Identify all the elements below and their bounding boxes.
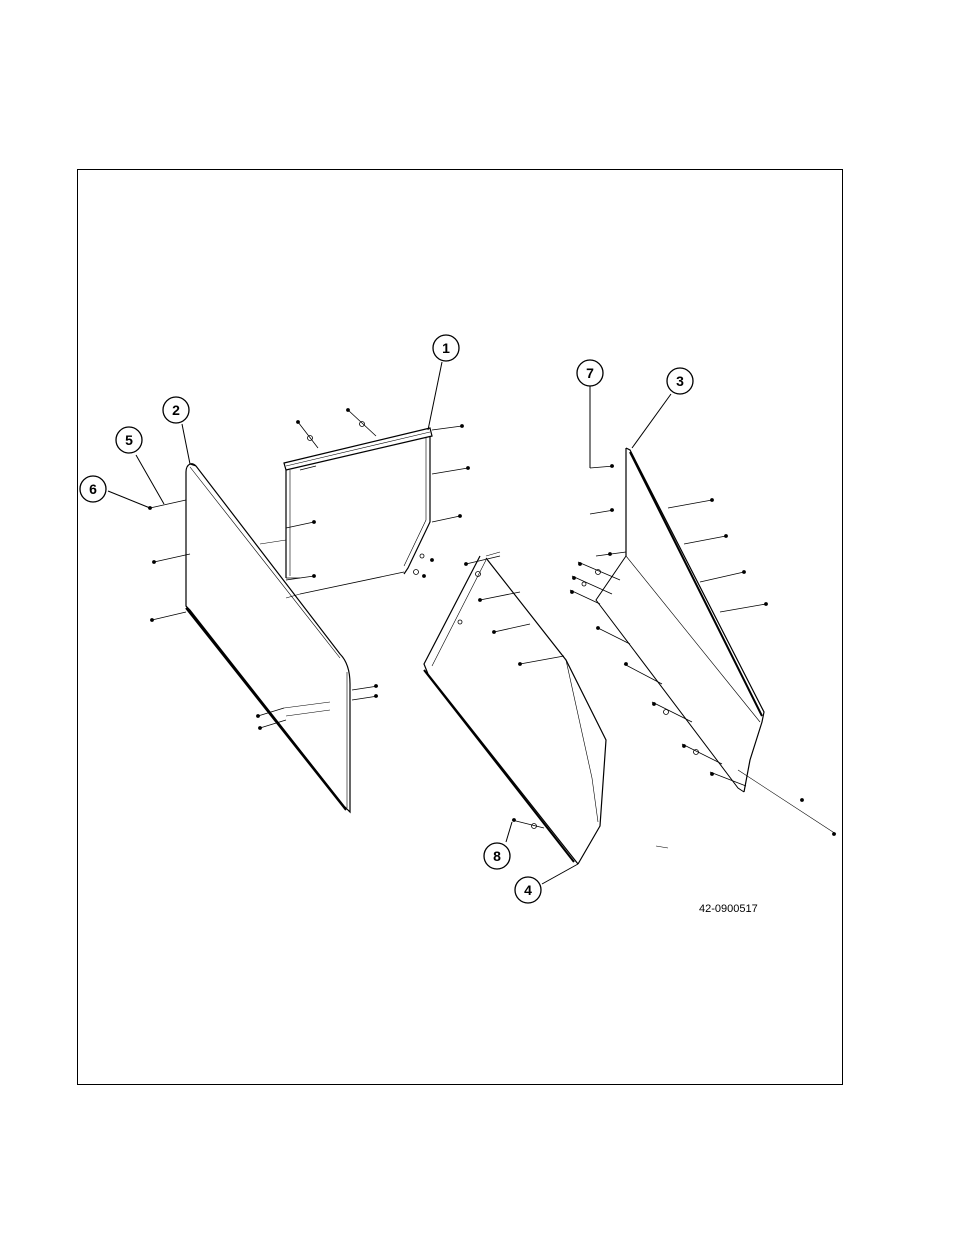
leader-4 bbox=[542, 864, 578, 884]
svg-text:8: 8 bbox=[493, 848, 501, 864]
svg-text:7: 7 bbox=[586, 365, 594, 381]
callout-balloon-1: 1 bbox=[433, 335, 459, 361]
back-panel bbox=[284, 428, 432, 594]
reference-lines bbox=[260, 540, 836, 848]
leader-5 bbox=[136, 455, 164, 504]
svg-text:2: 2 bbox=[172, 402, 180, 418]
callout-balloon-5: 5 bbox=[116, 427, 142, 453]
svg-text:6: 6 bbox=[89, 481, 97, 497]
callout-balloon-7: 7 bbox=[577, 360, 603, 386]
leader-3 bbox=[632, 394, 671, 448]
leader-lines bbox=[108, 362, 671, 884]
leader-6 bbox=[108, 491, 150, 508]
svg-text:3: 3 bbox=[676, 373, 684, 389]
front-corner-panel bbox=[424, 556, 606, 864]
right-side-panel bbox=[596, 448, 764, 792]
callout-balloon-6: 6 bbox=[80, 476, 106, 502]
svg-text:1: 1 bbox=[442, 340, 450, 356]
leader-8 bbox=[506, 822, 512, 842]
callout-balloon-2: 2 bbox=[163, 397, 189, 423]
callout-balloon-3: 3 bbox=[667, 368, 693, 394]
svg-text:4: 4 bbox=[524, 882, 532, 898]
leader-2 bbox=[182, 424, 190, 464]
fasteners bbox=[149, 409, 836, 836]
callout-balloon-8: 8 bbox=[484, 843, 510, 869]
left-side-panel bbox=[186, 464, 350, 812]
svg-text:5: 5 bbox=[125, 432, 133, 448]
drawing-number: 42-0900517 bbox=[699, 903, 758, 915]
callout-balloon-4: 4 bbox=[515, 877, 541, 903]
leader-1 bbox=[428, 362, 442, 430]
